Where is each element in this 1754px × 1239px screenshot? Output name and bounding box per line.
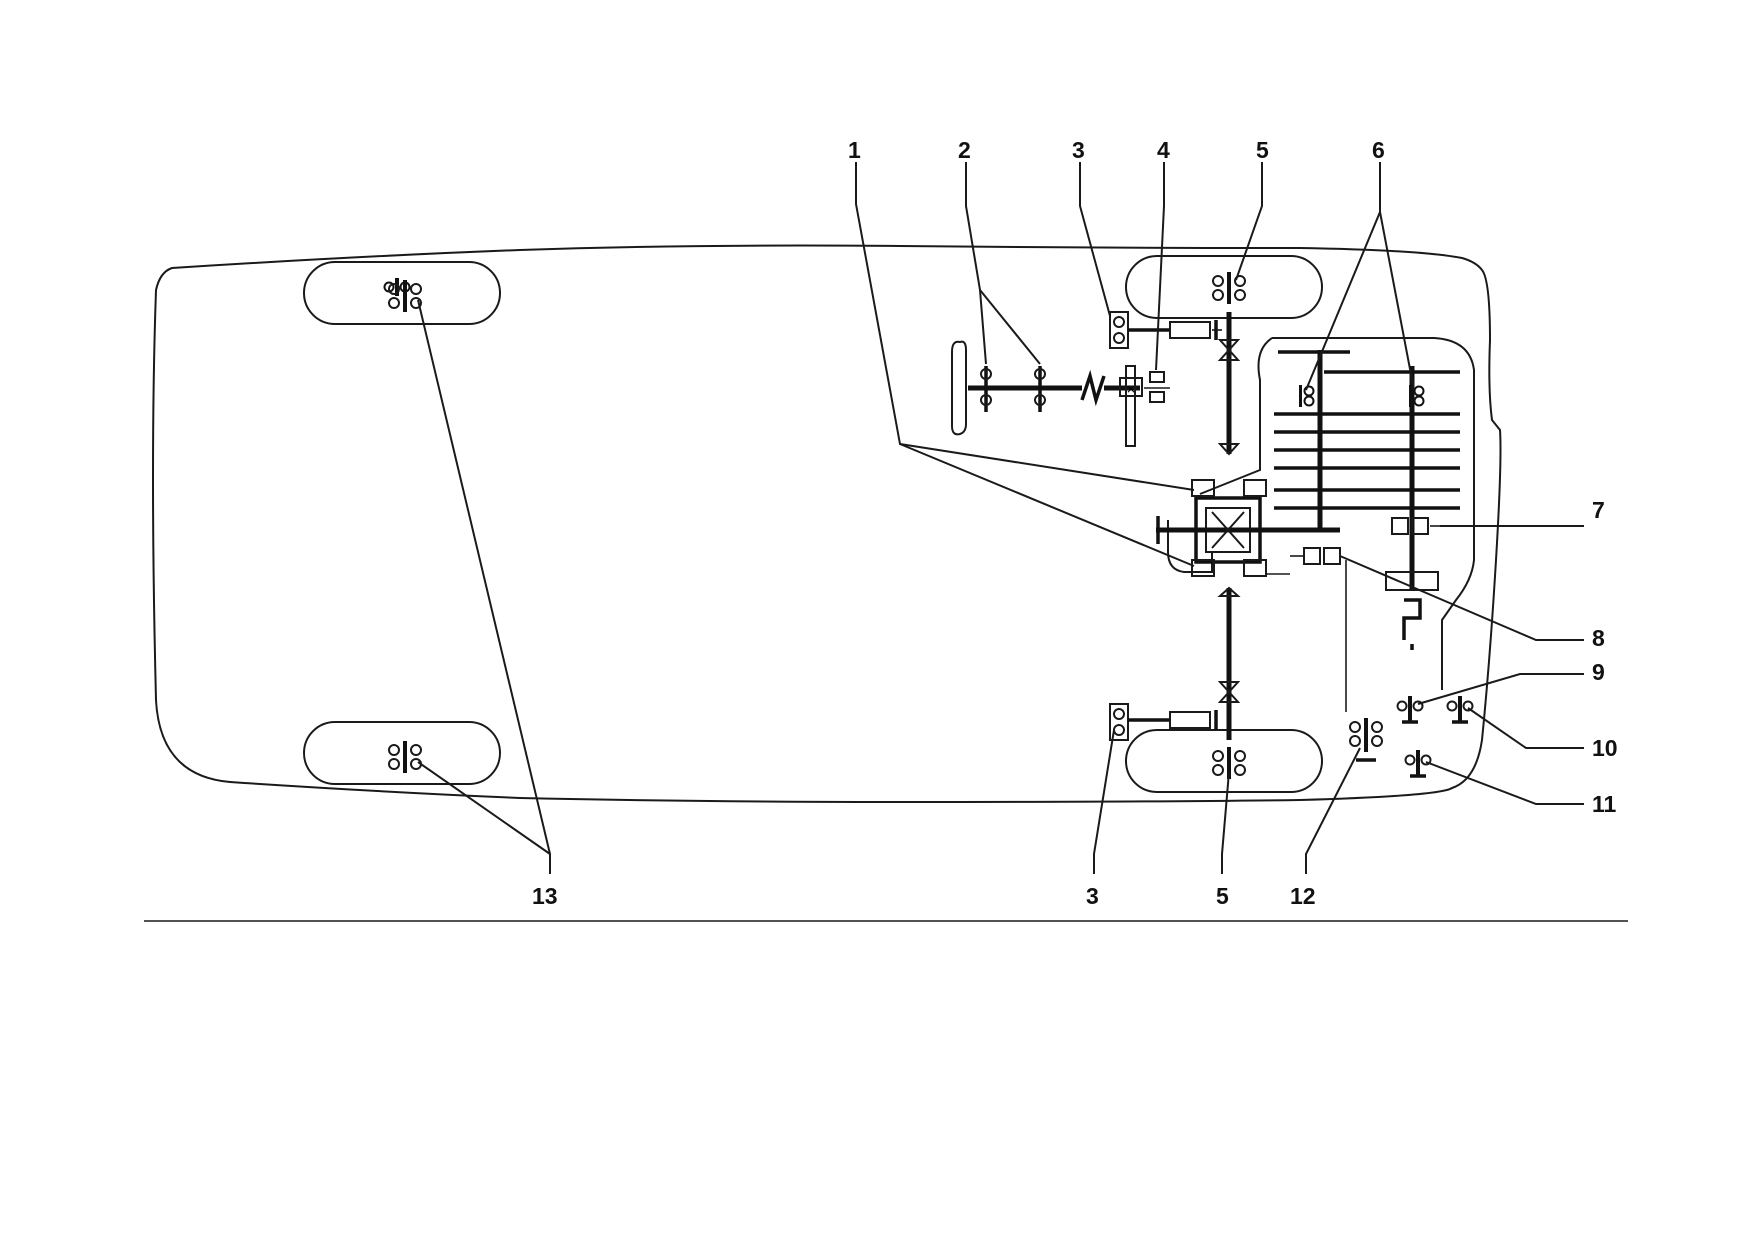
pedal-bearing-11 bbox=[1404, 750, 1432, 778]
callout-4: 4 bbox=[1157, 137, 1170, 163]
leader-lines bbox=[417, 162, 1584, 874]
callout-5-top: 5 bbox=[1256, 137, 1269, 163]
callout-5-bottom: 5 bbox=[1216, 883, 1229, 909]
callout-3-top: 3 bbox=[1072, 137, 1085, 163]
vehicle-body-outline bbox=[152, 244, 1502, 804]
rear-top-wheel-bearing bbox=[388, 280, 422, 312]
top-hub-assembly bbox=[1109, 311, 1222, 349]
front-bottom-wheel-bearing bbox=[1212, 747, 1246, 779]
callout-7: 7 bbox=[1592, 497, 1605, 523]
callout-3-bottom: 3 bbox=[1086, 883, 1099, 909]
callout-6: 6 bbox=[1372, 137, 1385, 163]
pedal-bearing-10 bbox=[1446, 696, 1474, 724]
callout-2: 2 bbox=[958, 137, 971, 163]
gearbox-shafts bbox=[1274, 350, 1460, 650]
front-drive-shaft bbox=[1217, 312, 1241, 740]
callout-10: 10 bbox=[1592, 735, 1618, 761]
gearbox-housing bbox=[1199, 337, 1475, 712]
differential bbox=[1156, 479, 1340, 577]
svg-text:×: × bbox=[1126, 382, 1136, 396]
callout-9: 9 bbox=[1592, 659, 1605, 685]
bottom-hub-assembly bbox=[1109, 703, 1218, 741]
pedal-bearing-12 bbox=[1349, 718, 1383, 762]
seal-8 bbox=[1290, 547, 1341, 565]
steering-column: × bbox=[951, 340, 1170, 447]
callout-13: 13 bbox=[532, 883, 558, 909]
wheel-housing-rear-bottom bbox=[303, 721, 501, 785]
callout-12: 12 bbox=[1290, 883, 1316, 909]
pedal-bearing-9 bbox=[1396, 696, 1424, 724]
callout-numbers: 1 2 3 4 5 6 7 8 9 10 11 12 13 3 5 bbox=[532, 137, 1618, 909]
gearbox-bearing-right bbox=[1408, 384, 1425, 408]
callout-11: 11 bbox=[1592, 791, 1617, 817]
callout-1: 1 bbox=[848, 137, 861, 163]
wheel-housing-front-top bbox=[1125, 255, 1323, 319]
callout-8: 8 bbox=[1592, 625, 1605, 651]
wheel-housing-rear-top bbox=[303, 261, 501, 325]
front-top-wheel-bearing bbox=[1212, 272, 1246, 304]
wheel-housing-front-bottom bbox=[1125, 729, 1323, 793]
rear-bottom-wheel-bearing bbox=[388, 741, 422, 773]
seal-7 bbox=[1391, 517, 1440, 535]
